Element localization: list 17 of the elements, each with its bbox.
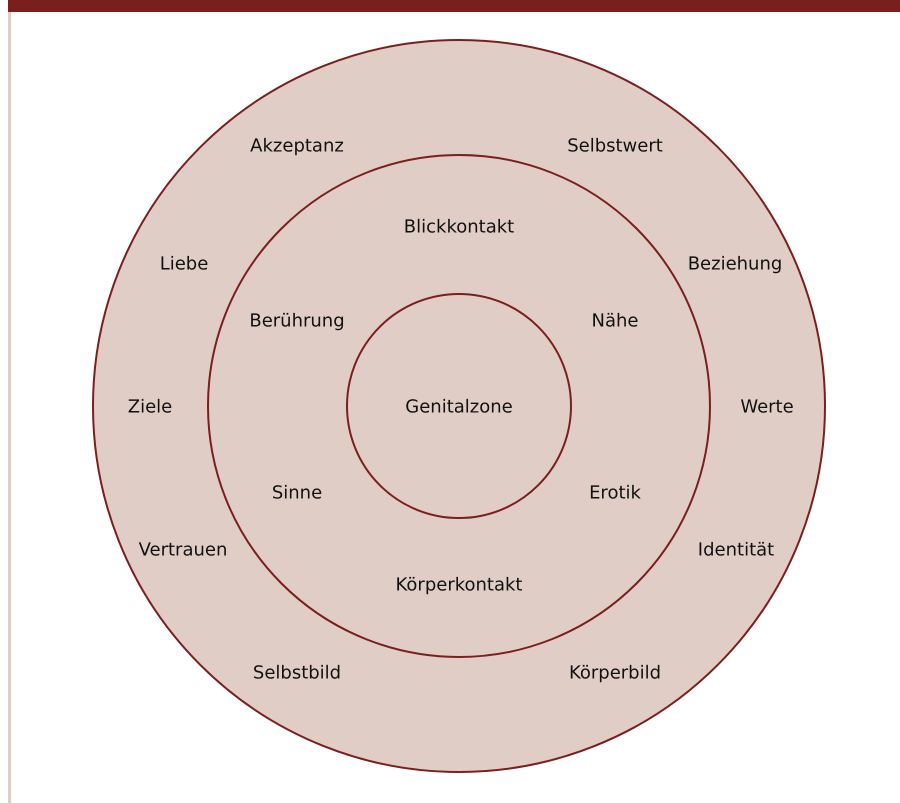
ring-label: Blickkontakt [404,216,514,238]
ring-label: Selbstbild [252,662,342,684]
ring-label: Genitalzone [405,396,513,418]
ring-label: Berührung [249,310,345,332]
ring-label: Körperkontakt [396,574,522,596]
ring-label: Sinne [272,482,322,504]
ring-label: Beziehung [688,254,782,274]
ring-label: Körperbild [568,662,662,684]
ring-label: Ziele [128,396,172,418]
ring-label: Identität [698,540,774,560]
ring-label: Akzeptanz [250,136,344,156]
ring-label: Liebe [160,254,208,274]
ring-label: Nähe [592,310,638,332]
ring-label: Werte [740,396,794,418]
ring-label: Selbstwert [567,136,663,156]
ring-label: Vertrauen [138,540,228,560]
ring-label: Erotik [589,482,641,504]
